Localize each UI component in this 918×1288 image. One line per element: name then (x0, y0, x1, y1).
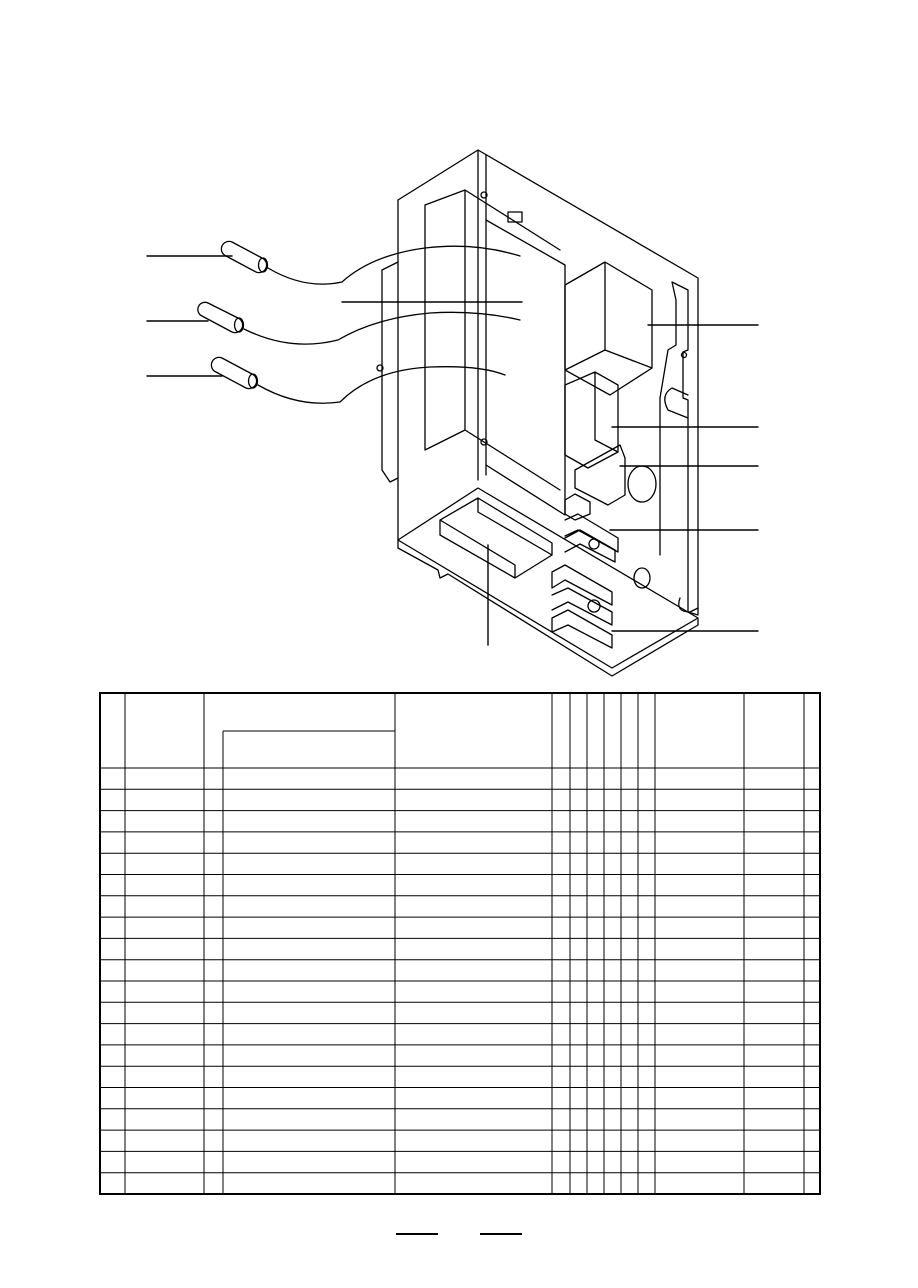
table-row-lines (100, 767, 820, 1174)
screw-hole-top (480, 191, 488, 199)
exploded-view-diagram (146, 149, 759, 677)
right-slot (664, 387, 689, 419)
component-middle-shape (564, 371, 619, 469)
front-edge (397, 149, 487, 541)
pcb-tab (507, 211, 523, 223)
component-lower-shape (574, 444, 626, 506)
component-upper-right-shape (564, 261, 653, 396)
table-border (99, 692, 821, 1195)
footer-rule-right (480, 1233, 522, 1235)
sensor-probe-3 (210, 356, 506, 404)
terminal-screw-upper (588, 538, 600, 550)
screw-hole-mid (480, 438, 488, 446)
bottom-component-shape (439, 497, 553, 579)
side-plate (397, 149, 699, 616)
base-plate (397, 487, 699, 677)
pcb-panel (424, 189, 561, 491)
footer-rule-left (396, 1233, 438, 1235)
sensor-probe-2 (197, 301, 521, 345)
terminal-screw-lower (587, 599, 601, 613)
leader-lines (146, 255, 759, 646)
base-hole (633, 567, 651, 589)
sensor-probe-1 (220, 240, 521, 285)
terminal-block-upper-shape (564, 493, 619, 563)
screw-hole-right (680, 351, 688, 359)
screw-hole-left (376, 364, 384, 372)
table-column-lines (124, 693, 805, 1194)
right-slot-lower (678, 597, 699, 613)
terminal-block-lower-shape (551, 564, 613, 649)
